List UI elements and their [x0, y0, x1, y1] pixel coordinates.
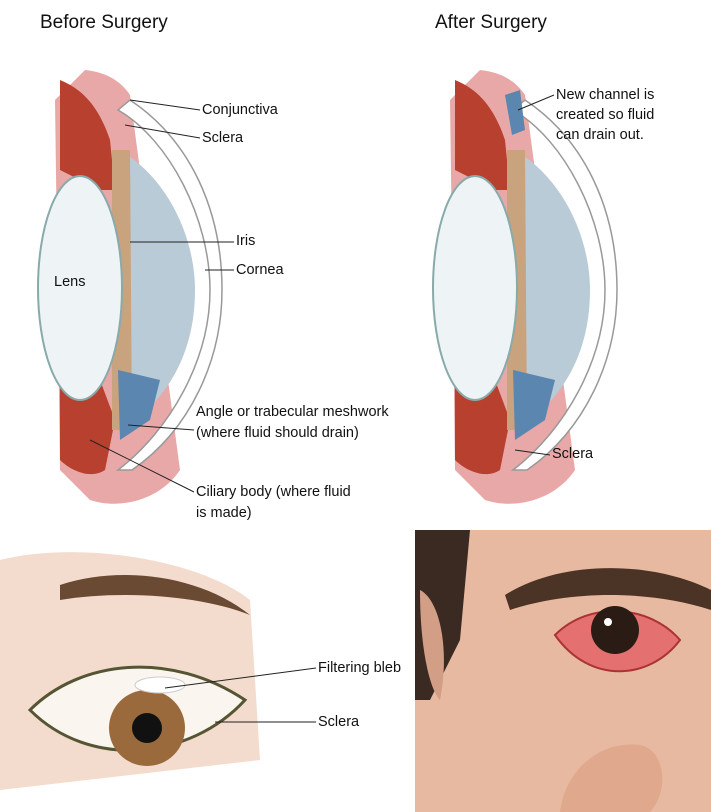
pupil [132, 713, 162, 743]
label-ciliary-1: Ciliary body (where fluid [196, 484, 351, 500]
front-eye-illustration [0, 552, 317, 790]
label-conjunctiva: Conjunctiva [202, 102, 278, 118]
finger [560, 744, 663, 812]
trabecular-meshwork [118, 370, 160, 440]
label-sclera-before: Sclera [202, 130, 244, 146]
label-channel-1: New channel is [556, 87, 655, 103]
new-drain-channel [505, 90, 525, 135]
before-surgery-title: Before Surgery [40, 12, 168, 33]
label-filtering-bleb: Filtering bleb [318, 660, 402, 676]
after-eye-diagram [432, 70, 618, 504]
label-lens: Lens [54, 274, 86, 290]
label-ciliary-2: is made) [196, 505, 252, 521]
label-channel-3: can drain out. [556, 127, 644, 143]
anterior-chamber [120, 150, 195, 430]
after-surgery-title: After Surgery [435, 12, 547, 33]
lens [37, 175, 123, 401]
label-iris: Iris [236, 233, 256, 249]
label-sclera-after: Sclera [552, 446, 594, 462]
label-angle-2: (where fluid should drain) [196, 425, 359, 441]
label-channel-2: created so fluid [556, 107, 655, 123]
red-eye-photo [415, 530, 711, 812]
ciliary-muscle [60, 80, 115, 475]
filtering-bleb [134, 676, 186, 694]
eyebrow [60, 575, 250, 615]
before-eye-diagram [37, 70, 234, 504]
label-cornea: Cornea [236, 262, 284, 278]
label-sclera-front: Sclera [318, 714, 360, 730]
label-angle-1: Angle or trabecular meshwork [196, 404, 389, 420]
cornea [115, 99, 223, 471]
